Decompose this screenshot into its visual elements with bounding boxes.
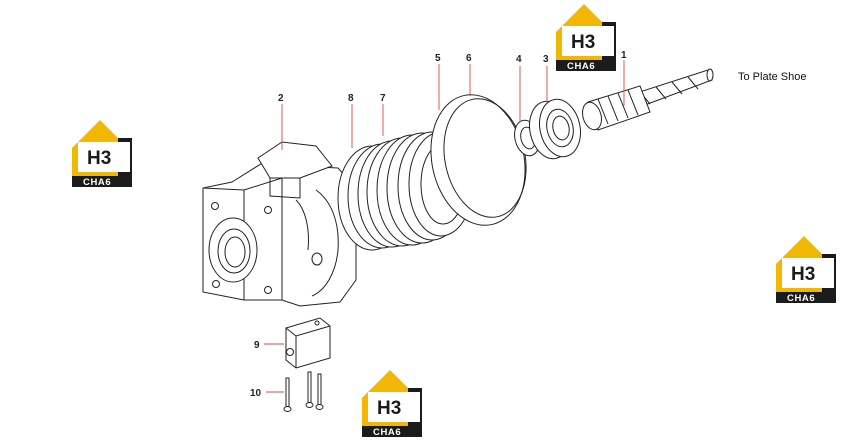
callout-4: 4 [516, 54, 522, 65]
valve-block-part-9 [285, 317, 331, 369]
svg-text:H3: H3 [87, 148, 111, 169]
watermark-logo-left: H3 CHA6 [72, 120, 132, 188]
callout-7: 7 [380, 93, 386, 104]
housing-part-2 [202, 141, 357, 307]
svg-text:CHA6: CHA6 [373, 427, 401, 438]
svg-text:H3: H3 [571, 32, 595, 53]
bearing-part-3 [529, 98, 581, 160]
callout-3: 3 [543, 54, 549, 65]
leader-lines [264, 60, 625, 393]
callout-2: 2 [278, 93, 284, 104]
svg-text:H3: H3 [377, 398, 401, 419]
callout-5: 5 [435, 53, 441, 64]
svg-text:CHA6: CHA6 [83, 177, 111, 188]
watermark-logo-bottom: H3 CHA6 [362, 370, 422, 438]
callout-9: 9 [254, 340, 260, 351]
svg-text:CHA6: CHA6 [567, 61, 595, 72]
shaft-part-1 [582, 68, 714, 131]
bolts-part-10 [283, 371, 324, 412]
callout-8: 8 [348, 93, 354, 104]
svg-text:CHA6: CHA6 [787, 293, 815, 304]
callout-10: 10 [250, 388, 262, 399]
svg-text:H3: H3 [791, 264, 815, 285]
callout-1: 1 [621, 50, 627, 61]
watermark-logo-top: H3 CHA6 [556, 4, 616, 72]
callout-6: 6 [466, 53, 472, 64]
destination-note: To Plate Shoe [738, 71, 807, 83]
watermark-logo-right: H3 CHA6 [776, 236, 836, 304]
